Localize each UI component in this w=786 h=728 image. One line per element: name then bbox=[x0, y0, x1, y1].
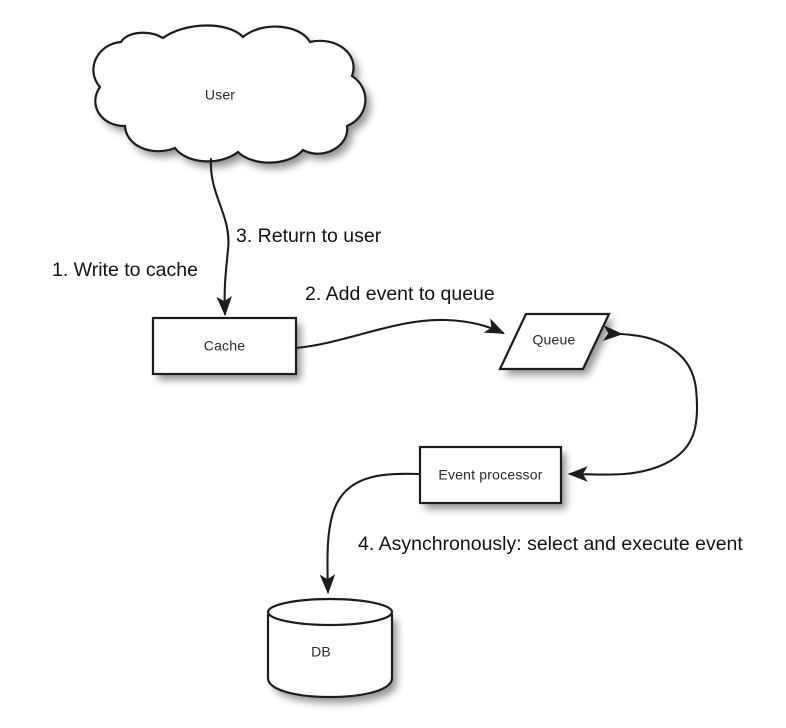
node-label-queue: Queue bbox=[532, 332, 575, 348]
node-label-user: User bbox=[205, 87, 235, 103]
db-cylinder-body bbox=[266, 614, 394, 699]
node-queue[interactable]: Queue bbox=[498, 312, 611, 371]
cache-box-shadow bbox=[153, 318, 296, 374]
step-label-3: 3. Return to user bbox=[236, 225, 382, 247]
cloud-outline bbox=[92, 24, 367, 164]
event-processor-box-shadow bbox=[420, 447, 561, 503]
step-label-1: 1. Write to cache bbox=[52, 259, 198, 281]
node-label-cache: Cache bbox=[204, 338, 245, 354]
node-user[interactable]: User bbox=[92, 24, 367, 164]
node-db[interactable]: DB bbox=[266, 597, 394, 699]
cache-box-outline bbox=[151, 316, 298, 376]
edge-queue-eventprocessor-loop bbox=[567, 325, 699, 482]
step-label-2: 2. Add event to queue bbox=[305, 283, 495, 305]
node-label-db: DB bbox=[311, 644, 331, 660]
node-cache[interactable]: Cache bbox=[151, 316, 298, 376]
edge-user-to-cache bbox=[209, 157, 232, 317]
cloud-shape bbox=[93, 25, 366, 163]
edge-cache-to-queue bbox=[294, 318, 505, 350]
node-event-processor[interactable]: Event processor bbox=[418, 445, 563, 505]
db-cylinder-top bbox=[268, 599, 392, 625]
edge-eventprocessor-to-db bbox=[319, 472, 422, 595]
node-label-event-processor: Event processor bbox=[438, 467, 542, 483]
db-cylinder-top-outline bbox=[266, 597, 394, 627]
step-label-4: 4. Asynchronously: select and execute ev… bbox=[358, 533, 743, 555]
db-cylinder-shadow bbox=[268, 614, 392, 697]
